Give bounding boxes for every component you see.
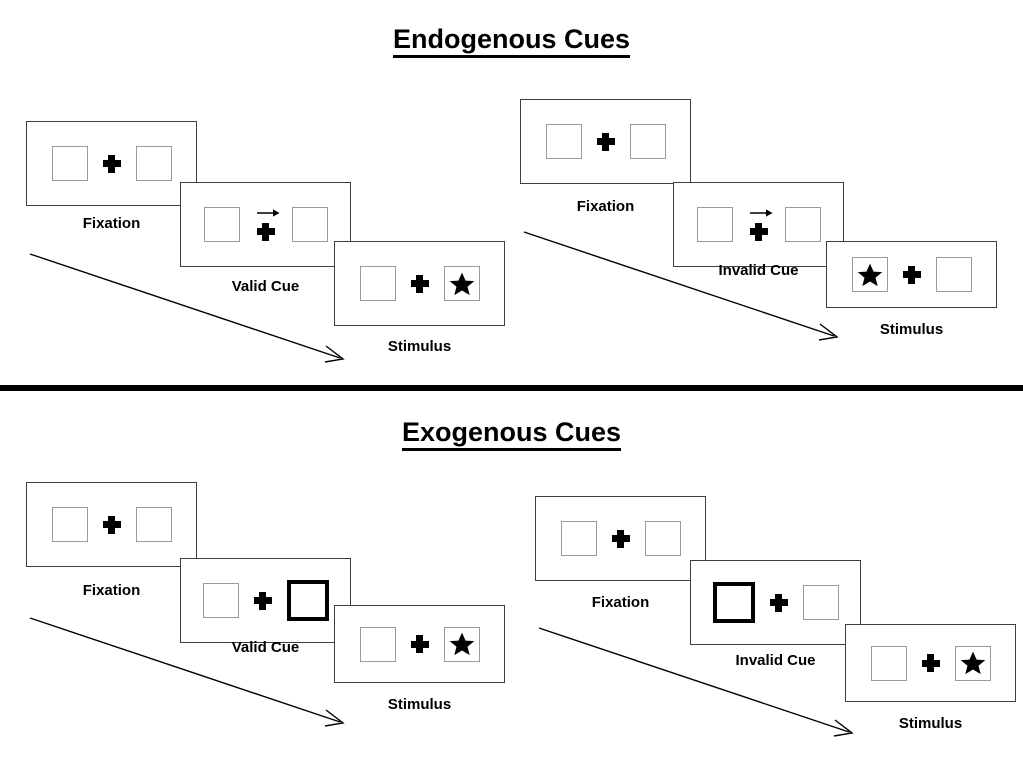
frame-label-invalid-cue: Invalid Cue bbox=[735, 652, 816, 669]
placeholder-box-right bbox=[291, 207, 328, 242]
frame-contents bbox=[335, 606, 504, 682]
arrow-cue-group bbox=[255, 208, 279, 241]
trial-frame-endogenous-invalid-cue[interactable] bbox=[673, 182, 844, 267]
trial-frame-endogenous-valid-fixation[interactable] bbox=[26, 121, 197, 206]
arrow-cue-group bbox=[748, 208, 772, 241]
frame-label-stimulus: Stimulus bbox=[387, 338, 452, 355]
placeholder-box-left bbox=[560, 521, 597, 556]
star-icon bbox=[960, 651, 985, 675]
placeholder-box-right bbox=[629, 124, 666, 159]
frame-contents bbox=[521, 100, 690, 183]
frame-label-stimulus: Stimulus bbox=[387, 696, 452, 713]
frame-label-fixation: Fixation bbox=[591, 594, 650, 611]
trial-frame-exogenous-invalid-cue[interactable] bbox=[690, 560, 861, 645]
plus-icon bbox=[921, 654, 940, 672]
frame-contents bbox=[827, 242, 996, 307]
plus-icon bbox=[611, 529, 630, 548]
star-icon bbox=[449, 272, 474, 295]
placeholder-box-left bbox=[203, 207, 240, 242]
cue-box-left bbox=[712, 582, 755, 623]
placeholder-box-left bbox=[359, 266, 396, 301]
placeholder-box-right-target bbox=[954, 645, 991, 681]
trial-frame-exogenous-valid-cue[interactable] bbox=[180, 558, 351, 643]
section-title-endogenous: Endogenous Cues bbox=[0, 24, 1023, 58]
placeholder-box-left bbox=[51, 146, 88, 181]
frame-label-fixation: Fixation bbox=[576, 198, 635, 215]
placeholder-box-left bbox=[359, 626, 396, 662]
plus-icon bbox=[102, 515, 121, 534]
section-divider bbox=[0, 385, 1023, 391]
frame-contents bbox=[181, 559, 350, 642]
placeholder-box-right-target bbox=[443, 626, 480, 662]
frame-contents bbox=[846, 625, 1015, 701]
plus-icon bbox=[102, 154, 121, 173]
frame-label-fixation: Fixation bbox=[82, 582, 141, 599]
placeholder-box-right bbox=[135, 146, 172, 181]
placeholder-box-right bbox=[802, 585, 839, 620]
trial-frame-exogenous-valid-stimulus[interactable] bbox=[334, 605, 505, 683]
frame-label-valid-cue: Valid Cue bbox=[231, 639, 300, 656]
trial-frame-endogenous-invalid-fixation[interactable] bbox=[520, 99, 691, 184]
section-endogenous: Endogenous Cues Fixation Valid Cue bbox=[0, 24, 1023, 363]
placeholder-box-left bbox=[51, 507, 88, 542]
placeholder-box-right bbox=[935, 257, 972, 292]
plus-icon bbox=[256, 222, 275, 241]
frame-contents bbox=[674, 183, 843, 266]
plus-icon bbox=[596, 132, 615, 151]
trial-frame-endogenous-invalid-stimulus[interactable] bbox=[826, 241, 997, 308]
trial-frame-endogenous-valid-stimulus[interactable] bbox=[334, 241, 505, 326]
placeholder-box-right-target bbox=[443, 266, 480, 301]
placeholder-box-left bbox=[870, 645, 907, 681]
placeholder-box-left-target bbox=[851, 257, 888, 292]
placeholder-box-right bbox=[644, 521, 681, 556]
cue-box-right bbox=[286, 580, 329, 621]
section-title-exogenous: Exogenous Cues bbox=[0, 417, 1023, 451]
plus-icon bbox=[749, 222, 768, 241]
frame-label-stimulus: Stimulus bbox=[898, 715, 963, 732]
frame-contents bbox=[27, 122, 196, 205]
frame-label-fixation: Fixation bbox=[82, 215, 141, 232]
trial-frame-endogenous-valid-cue[interactable] bbox=[180, 182, 351, 267]
placeholder-box-right bbox=[784, 207, 821, 242]
plus-icon bbox=[902, 265, 921, 284]
plus-icon bbox=[253, 591, 272, 610]
plus-icon bbox=[410, 274, 429, 293]
placeholder-box-right bbox=[135, 507, 172, 542]
section-title-exogenous-text: Exogenous Cues bbox=[401, 417, 622, 451]
frame-contents bbox=[335, 242, 504, 325]
frame-contents bbox=[536, 497, 705, 580]
frame-contents bbox=[691, 561, 860, 644]
plus-icon bbox=[769, 593, 788, 612]
trial-frame-exogenous-valid-fixation[interactable] bbox=[26, 482, 197, 567]
trial-frame-exogenous-invalid-fixation[interactable] bbox=[535, 496, 706, 581]
trial-frame-exogenous-invalid-stimulus[interactable] bbox=[845, 624, 1016, 702]
arrow-right-icon bbox=[256, 208, 279, 217]
arrow-right-icon bbox=[749, 208, 772, 217]
frame-label-stimulus: Stimulus bbox=[879, 321, 944, 338]
placeholder-box-left bbox=[545, 124, 582, 159]
section-title-endogenous-text: Endogenous Cues bbox=[392, 24, 630, 58]
frame-label-valid-cue: Valid Cue bbox=[231, 278, 300, 295]
placeholder-box-left bbox=[696, 207, 733, 242]
plus-icon bbox=[410, 635, 429, 653]
section-exogenous: Exogenous Cues Fixation Valid Cue Stimul… bbox=[0, 394, 1023, 767]
frame-contents bbox=[27, 483, 196, 566]
star-icon bbox=[449, 632, 474, 656]
placeholder-box-left bbox=[202, 583, 239, 618]
star-icon bbox=[857, 263, 882, 286]
frame-contents bbox=[181, 183, 350, 266]
frame-label-invalid-cue: Invalid Cue bbox=[718, 262, 799, 279]
